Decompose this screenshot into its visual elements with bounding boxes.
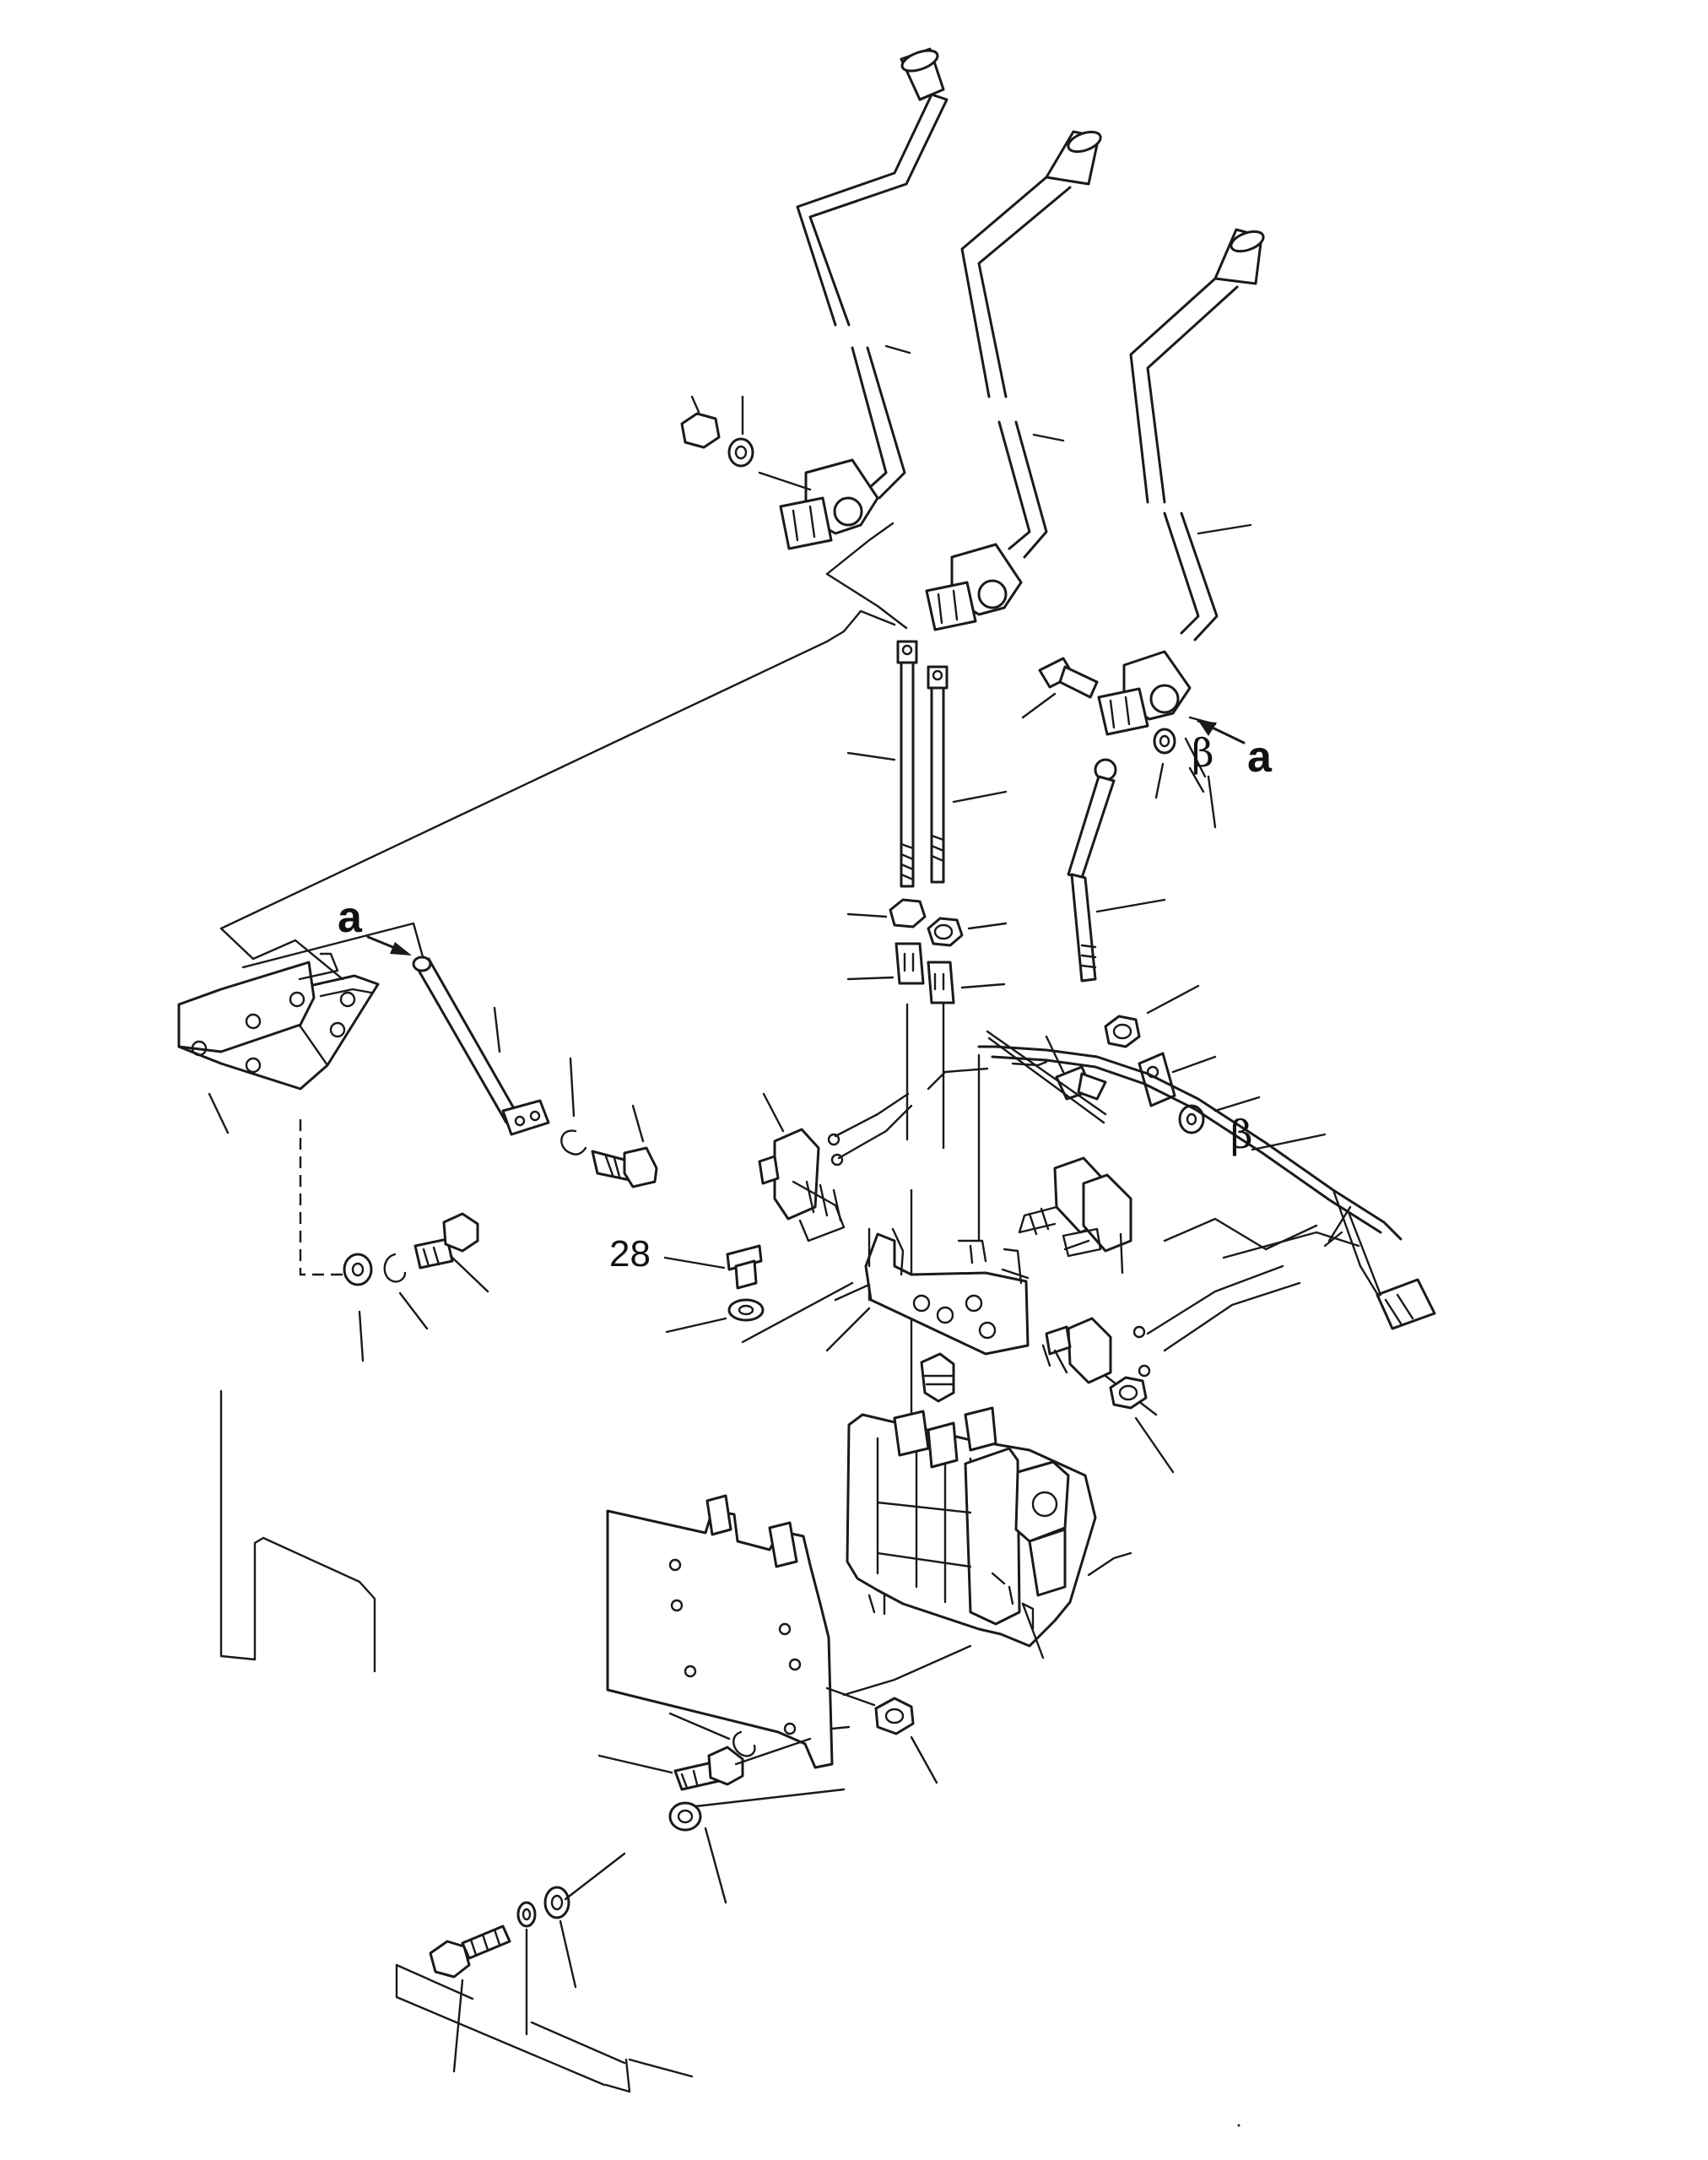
knob-cap-left (900, 49, 939, 73)
lever-mount-bracket (177, 952, 380, 1134)
valve-nut-right (1109, 1376, 1175, 1474)
lever-clevis-middle (925, 581, 977, 631)
knob-cap-middle (1067, 130, 1102, 154)
left-lower-fasteners (343, 1212, 489, 1362)
micro-switch-left (758, 1092, 846, 1242)
beta-clip-mark-lower: β (1230, 1112, 1253, 1157)
harness-connector (1376, 1278, 1436, 1330)
control-lever-middle (925, 130, 1100, 631)
pivot-shaft (412, 955, 550, 1136)
pin-right (1021, 657, 1217, 829)
frame-plate-lower (395, 1963, 606, 2087)
section-mark-left: a (338, 893, 363, 942)
rod-nuts (846, 898, 1008, 947)
washer-beta-lower (1178, 1096, 1327, 1151)
section-mark-right: a (1247, 733, 1273, 782)
lock-bolt-28 (663, 1244, 854, 1344)
micro-switch-right-upper (1018, 1156, 1132, 1275)
snap-ring-and-bolt (560, 1057, 658, 1188)
control-lever-left (779, 47, 949, 550)
callout-28: 28 (609, 1233, 651, 1275)
knob-cap-right (1230, 230, 1265, 253)
switch-bracket (825, 1227, 1030, 1356)
valve-plate-fasteners (597, 1644, 972, 1904)
valve-mount-plate (606, 1494, 851, 1769)
bottom-bolt-washers (429, 1852, 626, 2073)
nut-and-clevis-right (1045, 984, 1217, 1107)
wire-harness (834, 1030, 1436, 1352)
micro-switch-right-lower (1041, 1317, 1158, 1416)
rod-joints (846, 942, 1006, 1004)
push-rod-left (846, 640, 918, 888)
lever-clevis-right (1097, 687, 1149, 736)
control-lever-right (1097, 228, 1263, 736)
control-valve (846, 1352, 1097, 1648)
nut-top-left (680, 395, 812, 491)
linkage-rod-right (1067, 758, 1166, 983)
beta-clip-mark-upper: β (1192, 730, 1214, 776)
lever-clevis-left (779, 496, 833, 550)
push-rod-right (927, 665, 1008, 884)
